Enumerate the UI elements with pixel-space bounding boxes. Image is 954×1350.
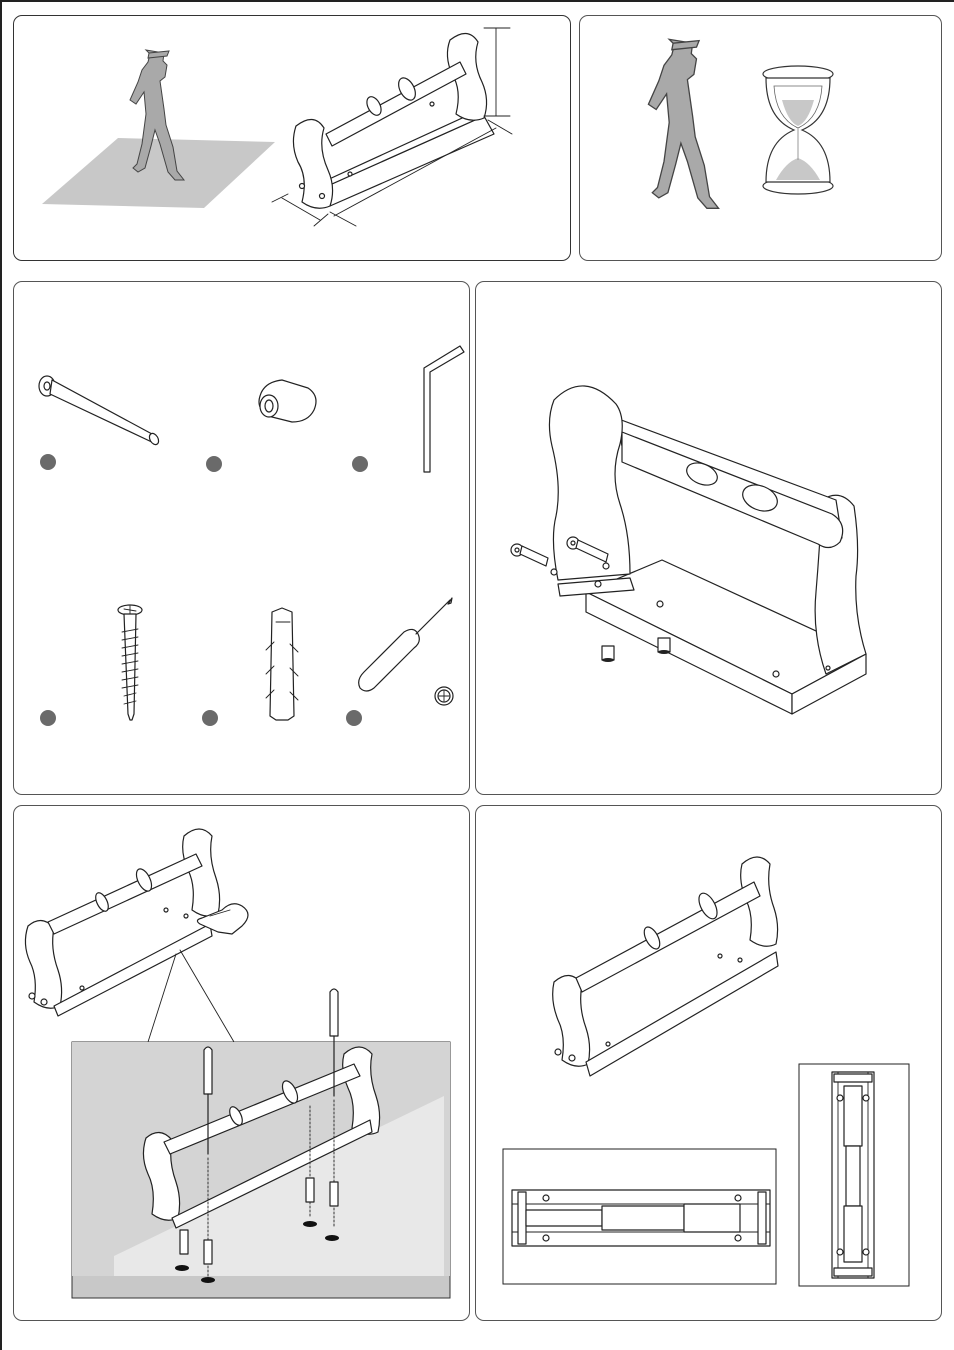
wall-plug-icon bbox=[266, 608, 298, 720]
toilet-roll-holder-drawing bbox=[293, 33, 494, 208]
panel-5-wall-mounting bbox=[13, 805, 470, 1321]
top-view-vertical bbox=[799, 1064, 909, 1286]
screwdriver-icon bbox=[359, 598, 452, 691]
floor-area-shade bbox=[42, 138, 275, 208]
panel-6-finished-views bbox=[475, 805, 942, 1321]
page-top-border bbox=[0, 0, 954, 2]
panel-3-parts-list bbox=[13, 281, 470, 795]
part-badge-6 bbox=[346, 710, 362, 726]
part-badge-1 bbox=[40, 454, 56, 470]
part-badge-5 bbox=[202, 710, 218, 726]
wall-mounting-detail bbox=[72, 989, 450, 1298]
spacer-icon bbox=[259, 380, 316, 422]
hourglass-icon bbox=[763, 66, 833, 194]
panel-2-person-hourglass bbox=[579, 15, 942, 261]
panel-1-person-dimensions bbox=[13, 15, 571, 261]
page-left-border bbox=[0, 0, 2, 1350]
detail-zoom-lines bbox=[148, 950, 234, 1042]
hex-key-icon bbox=[424, 346, 464, 472]
part-badge-3 bbox=[352, 456, 368, 472]
part-badge-4 bbox=[40, 710, 56, 726]
holder-finished-drawing bbox=[553, 857, 778, 1076]
screw-icon bbox=[118, 605, 142, 720]
phillips-head-icon bbox=[435, 687, 453, 705]
top-view-horizontal bbox=[503, 1149, 776, 1284]
panel-4-bolt-assembly bbox=[475, 281, 942, 795]
person-silhouette-icon bbox=[648, 39, 718, 208]
bolt-icon bbox=[39, 376, 160, 446]
holder-overview-drawing bbox=[25, 829, 219, 1016]
part-badge-2 bbox=[206, 456, 222, 472]
spacer-insertion-icons bbox=[602, 638, 670, 662]
